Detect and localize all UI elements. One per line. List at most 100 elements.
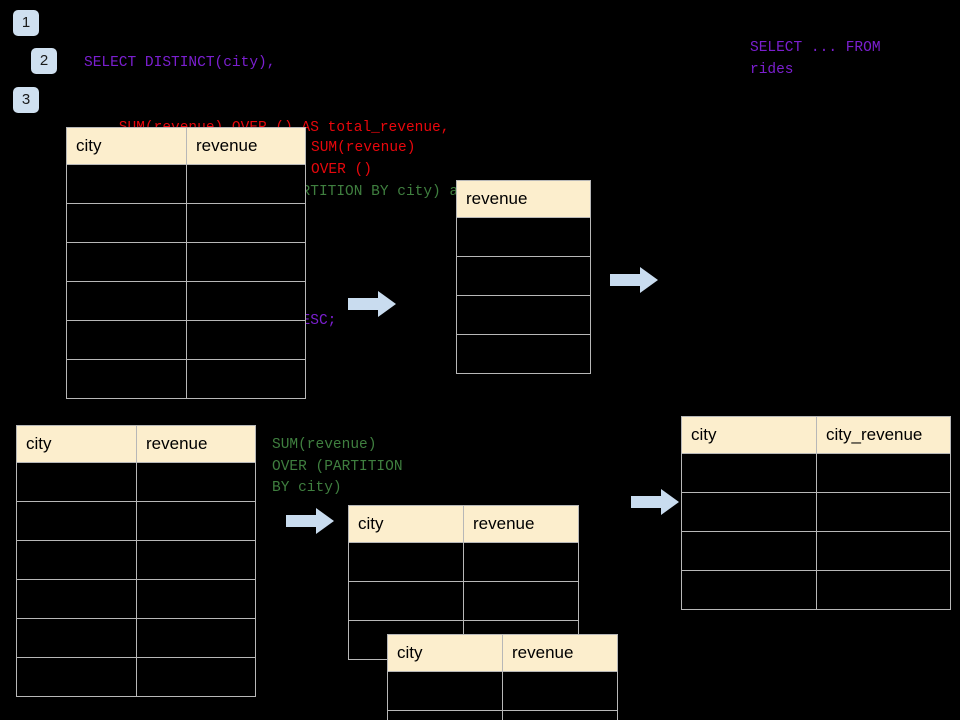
- cell: [456, 295, 591, 335]
- table-header-row: city revenue: [348, 505, 579, 543]
- step-badge-2: 2: [31, 48, 57, 74]
- table-row: [66, 164, 306, 204]
- cell: [186, 242, 306, 282]
- table-row: [681, 531, 951, 571]
- cell: [681, 453, 817, 493]
- table-header-row: city revenue: [16, 425, 256, 463]
- cell: [348, 581, 464, 621]
- cell: [463, 542, 579, 582]
- table-row: [456, 217, 591, 257]
- cell: [66, 281, 187, 321]
- cell: [136, 579, 256, 619]
- cell: [66, 359, 187, 399]
- table-row: [387, 671, 618, 711]
- sql-line-1: SELECT DISTINCT(city),: [84, 55, 276, 71]
- partition-table-back: city revenue: [348, 505, 579, 660]
- table-row: [681, 492, 951, 532]
- cell: [456, 256, 591, 296]
- cell: [816, 531, 951, 571]
- table-header-row: city revenue: [66, 127, 306, 165]
- cell: [66, 242, 187, 282]
- cell: [681, 492, 817, 532]
- column-header-city: city: [681, 416, 817, 454]
- step-badge-3: 3: [13, 87, 39, 113]
- cell: [456, 217, 591, 257]
- annotation-sum-over-empty: SUM(revenue) OVER (): [311, 140, 416, 178]
- table-row: [66, 281, 306, 321]
- cell: [136, 540, 256, 580]
- cell: [387, 671, 503, 711]
- cell: [16, 462, 137, 502]
- cell: [136, 657, 256, 697]
- cell: [681, 531, 817, 571]
- arrow-source-to-partition: [286, 508, 334, 534]
- cell: [136, 501, 256, 541]
- column-header-revenue: revenue: [186, 127, 306, 165]
- cell: [186, 203, 306, 243]
- step-badge-1: 1: [13, 10, 39, 36]
- cell: [387, 710, 503, 720]
- table-row: [66, 242, 306, 282]
- column-header-revenue: revenue: [502, 634, 618, 672]
- column-header-revenue: revenue: [456, 180, 591, 218]
- cell: [816, 492, 951, 532]
- column-header-city-revenue: city_revenue: [816, 416, 951, 454]
- result-table: city city_revenue: [681, 416, 951, 610]
- table-row: [456, 334, 591, 374]
- table-header-row: city revenue: [387, 634, 618, 672]
- cell: [502, 671, 618, 711]
- annotation-select-from: SELECT ... FROM rides: [750, 40, 881, 78]
- arrow-source-to-total: [348, 291, 396, 317]
- cell: [66, 320, 187, 360]
- rides-source-table-bottom: city revenue: [16, 425, 256, 697]
- arrow-partition-to-result: [631, 489, 679, 515]
- cell: [456, 334, 591, 374]
- cell: [66, 164, 187, 204]
- table-row: [681, 453, 951, 493]
- cell: [816, 453, 951, 493]
- table-header-row: city city_revenue: [681, 416, 951, 454]
- annotation-sum-over-partition: SUM(revenue) OVER (PARTITION BY city): [272, 437, 403, 496]
- column-header-city: city: [348, 505, 464, 543]
- cell: [348, 542, 464, 582]
- column-header-city: city: [16, 425, 137, 463]
- cell: [502, 710, 618, 720]
- cell: [16, 540, 137, 580]
- table-row: [681, 570, 951, 610]
- cell: [186, 164, 306, 204]
- table-row: [348, 542, 579, 582]
- table-row: [16, 540, 256, 580]
- cell: [136, 618, 256, 658]
- table-header-row: revenue: [456, 180, 591, 218]
- total-revenue-table: revenue: [456, 180, 591, 374]
- table-row: [456, 295, 591, 335]
- column-header-city: city: [66, 127, 187, 165]
- table-row: [66, 359, 306, 399]
- arrow-total-to-result: [610, 267, 658, 293]
- table-row: [387, 710, 618, 720]
- cell: [16, 579, 137, 619]
- table-row: [16, 579, 256, 619]
- partition-table-front: city revenue: [387, 634, 618, 720]
- cell: [16, 501, 137, 541]
- column-header-revenue: revenue: [463, 505, 579, 543]
- cell: [136, 462, 256, 502]
- table-row: [66, 320, 306, 360]
- column-header-city: city: [387, 634, 503, 672]
- table-row: [456, 256, 591, 296]
- table-row: [348, 581, 579, 621]
- cell: [186, 359, 306, 399]
- table-row: [66, 203, 306, 243]
- cell: [186, 281, 306, 321]
- cell: [66, 203, 187, 243]
- table-row: [16, 657, 256, 697]
- cell: [186, 320, 306, 360]
- table-row: [16, 462, 256, 502]
- cell: [16, 618, 137, 658]
- cell: [16, 657, 137, 697]
- cell: [681, 570, 817, 610]
- column-header-revenue: revenue: [136, 425, 256, 463]
- rides-source-table: city revenue: [66, 127, 306, 399]
- table-row: [16, 618, 256, 658]
